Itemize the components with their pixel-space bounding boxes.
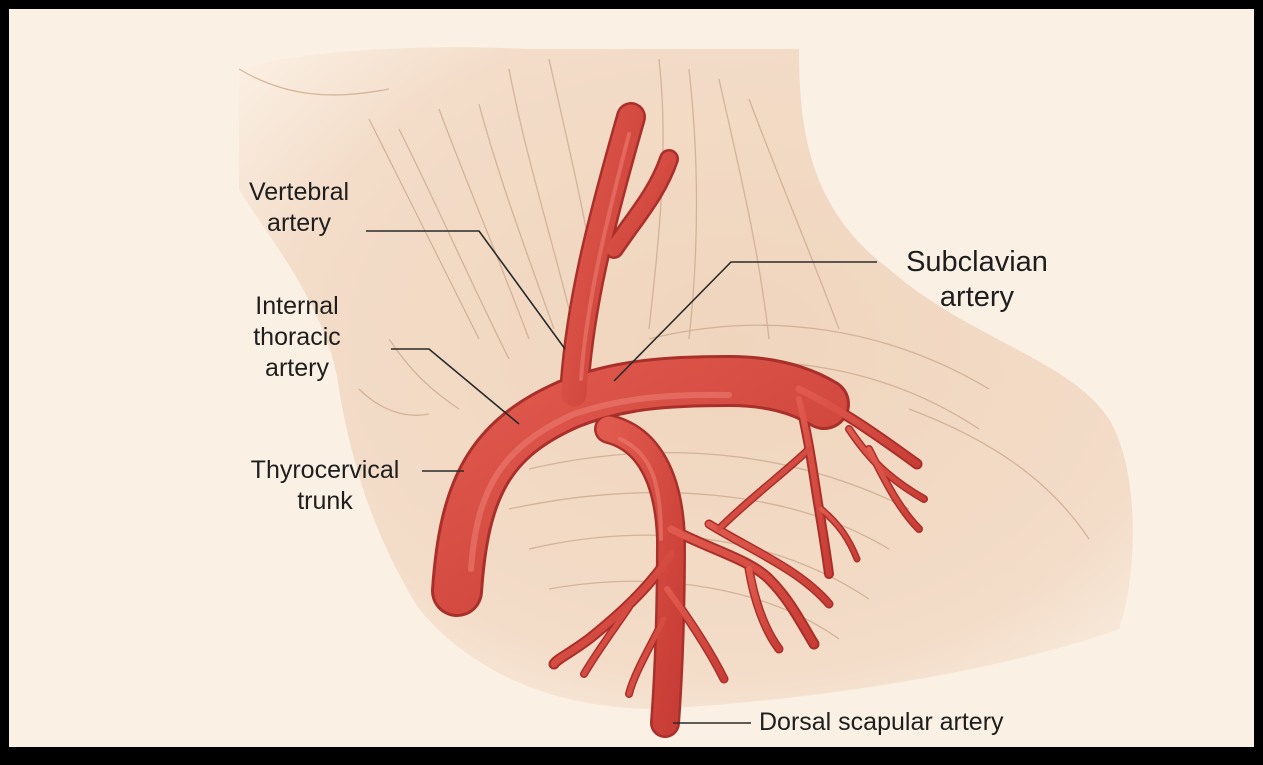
- dorsal-scapular-artery-label: Dorsal scapular artery: [759, 707, 1004, 738]
- anatomy-illustration: [9, 9, 1263, 765]
- internal-thoracic-label-line1: Internal: [237, 291, 357, 322]
- vertebral-label-line1: Vertebral: [237, 177, 361, 208]
- thyrocervical-label-line1: Thyrocervical: [227, 455, 423, 486]
- dorsal-scapular-label-text: Dorsal scapular artery: [759, 707, 1004, 738]
- subclavian-artery-label: Subclavian artery: [881, 245, 1073, 315]
- subclavian-label-line1: Subclavian: [881, 245, 1073, 280]
- vertebral-label-line2: artery: [237, 208, 361, 239]
- thyrocervical-trunk-label: Thyrocervical trunk: [227, 455, 423, 517]
- internal-thoracic-label-line2: thoracic: [237, 322, 357, 353]
- thyrocervical-label-line2: trunk: [227, 486, 423, 517]
- vertebral-artery-label: Vertebral artery: [237, 177, 361, 239]
- internal-thoracic-label-line3: artery: [237, 353, 357, 384]
- internal-thoracic-artery-label: Internal thoracic artery: [237, 291, 357, 384]
- subclavian-label-line2: artery: [881, 280, 1073, 315]
